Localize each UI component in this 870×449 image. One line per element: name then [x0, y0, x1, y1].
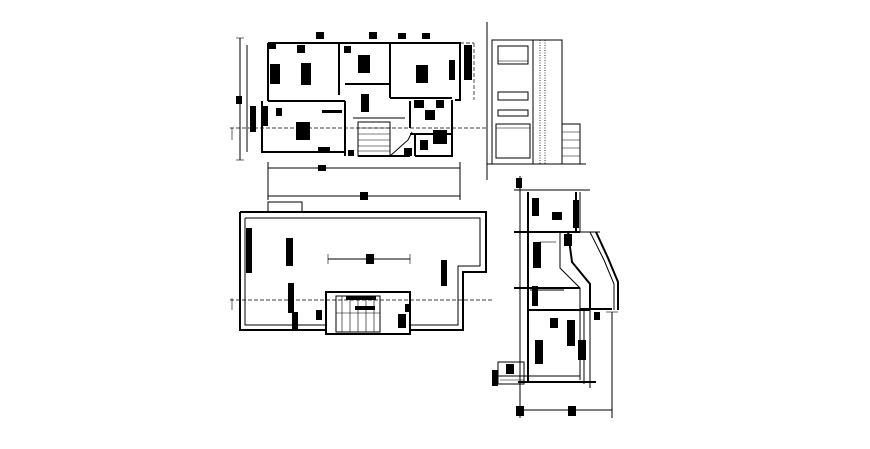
- staircase: [357, 121, 413, 157]
- ground-dimension-lines: [230, 254, 492, 310]
- interior-walls: [268, 43, 452, 156]
- ground-staircase: [325, 291, 411, 335]
- ground-floor-plan: [230, 201, 492, 335]
- front-elevation: [486, 22, 586, 180]
- first-floor-plan: [230, 32, 488, 200]
- cross-section: [492, 176, 619, 418]
- section-dimension-lines: [514, 176, 618, 418]
- section-walls: [514, 192, 619, 388]
- room-tags: [236, 32, 472, 200]
- ground-room-tags: [246, 228, 447, 330]
- section-tags: [506, 178, 600, 416]
- section-ground-fixtures: [492, 361, 528, 386]
- ground-outer-walls: [239, 201, 487, 331]
